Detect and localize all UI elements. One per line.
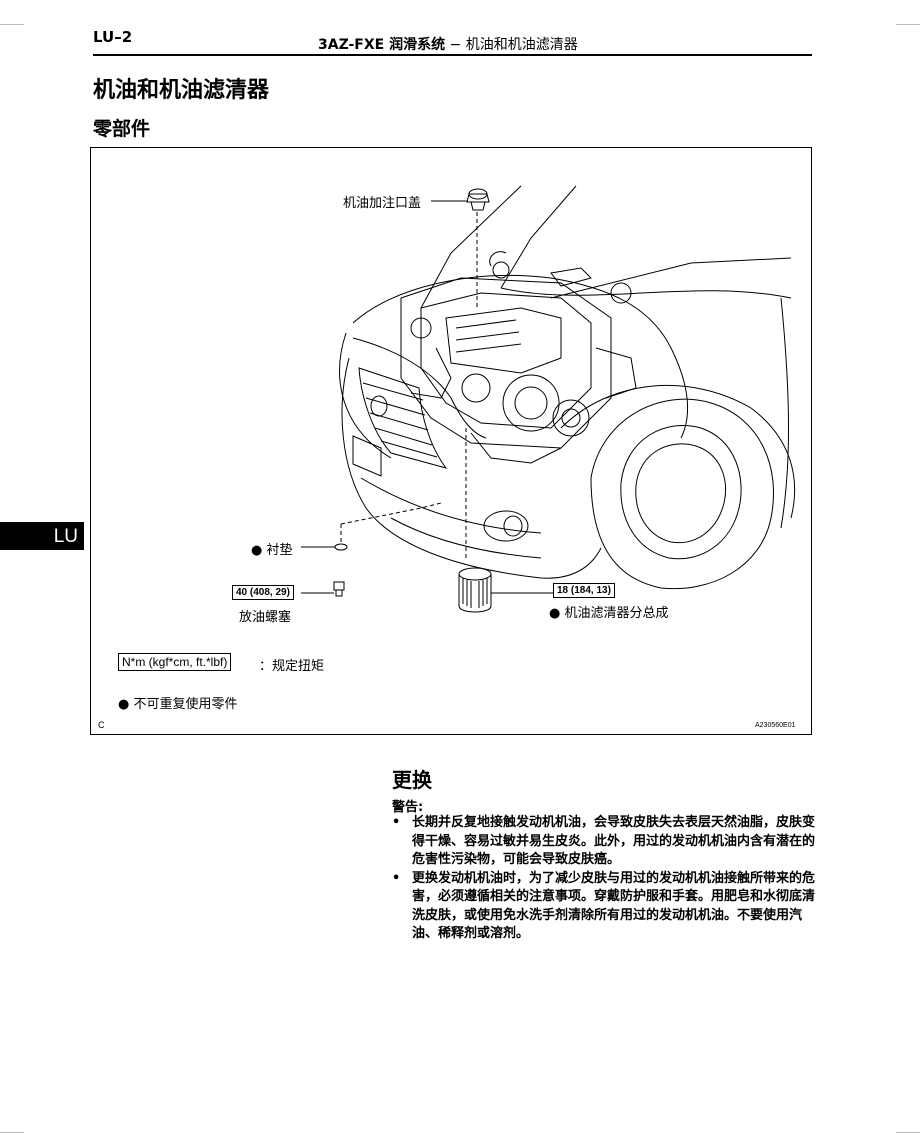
section-subtitle: 零部件 [93,118,151,140]
components-figure: 机油加注口盖 ● 衬垫 40 (408, 29) 放油螺塞 18 (184, 1… [90,147,812,735]
non-reusable-bullet-icon: ● [118,697,130,712]
warning-title: 警告: [392,800,424,815]
running-header-bold: 3AZ-FXE 润滑系统 [318,37,446,53]
bullet-icon: • [392,815,401,830]
crop-mark [0,24,24,25]
label-oil-filler-cap: 机油加注口盖 [343,196,422,211]
header-rule [93,54,812,56]
engine-bay-illustration [301,185,796,613]
drain-plug-torque-box: 40 (408, 29) [232,585,294,600]
figure-code: A230560E01 [755,722,796,729]
crop-mark [896,1132,920,1133]
torque-unit-box: N*m (kgf*cm, ft.*lbf) [118,653,232,671]
page-code: LU–2 [93,28,133,46]
non-reusable-legend: ● 不可重复使用零件 [118,693,238,712]
crop-mark [0,1132,24,1133]
label-oil-filter: 机油滤清器分总成 [564,606,669,621]
warning-item-text: 长期并反复地接触发动机机油，会导致皮肤失去表层天然油脂，皮肤变得干燥、容易过敏并… [412,815,816,867]
page-title: 机油和机油滤清器 [93,78,270,103]
oil-filter-torque-box: 18 (184, 13) [553,583,615,598]
label-oil-filter-row: ● 机油滤清器分总成 [549,602,669,621]
warning-item: • 更换发动机机油时，为了减少皮肤与用过的发动机机油接触所带来的危害，必须遵循相关… [392,870,816,944]
label-gasket-row: ● 衬垫 [251,539,293,558]
label-gasket: 衬垫 [266,543,293,558]
corner-mark: C [98,720,105,730]
running-header-rest: − 机油和机油滤清器 [445,37,578,53]
label-drain-plug: 放油螺塞 [239,610,292,625]
section-side-tab: LU [0,522,84,550]
bullet-icon: • [392,870,401,886]
crop-mark [896,24,920,25]
replace-section-title: 更换 [392,768,432,792]
warning-item-text: 更换发动机机油时，为了减少皮肤与用过的发动机机油接触所带来的危害，必须遵循相关的… [412,870,816,942]
running-header: 3AZ-FXE 润滑系统 − 机油和机油滤清器 [318,34,578,54]
non-reusable-bullet-icon: ● [549,606,561,621]
torque-legend-text: ：规定扭矩 [259,659,325,674]
non-reusable-legend-text: 不可重复使用零件 [133,697,238,712]
non-reusable-bullet-icon: ● [251,543,263,558]
warning-list: • 长期并反复地接触发动机机油，会导致皮肤失去表层天然油脂，皮肤变得干燥、容易过敏… [392,814,816,944]
warning-item: • 长期并反复地接触发动机机油，会导致皮肤失去表层天然油脂，皮肤变得干燥、容易过敏… [392,814,816,870]
